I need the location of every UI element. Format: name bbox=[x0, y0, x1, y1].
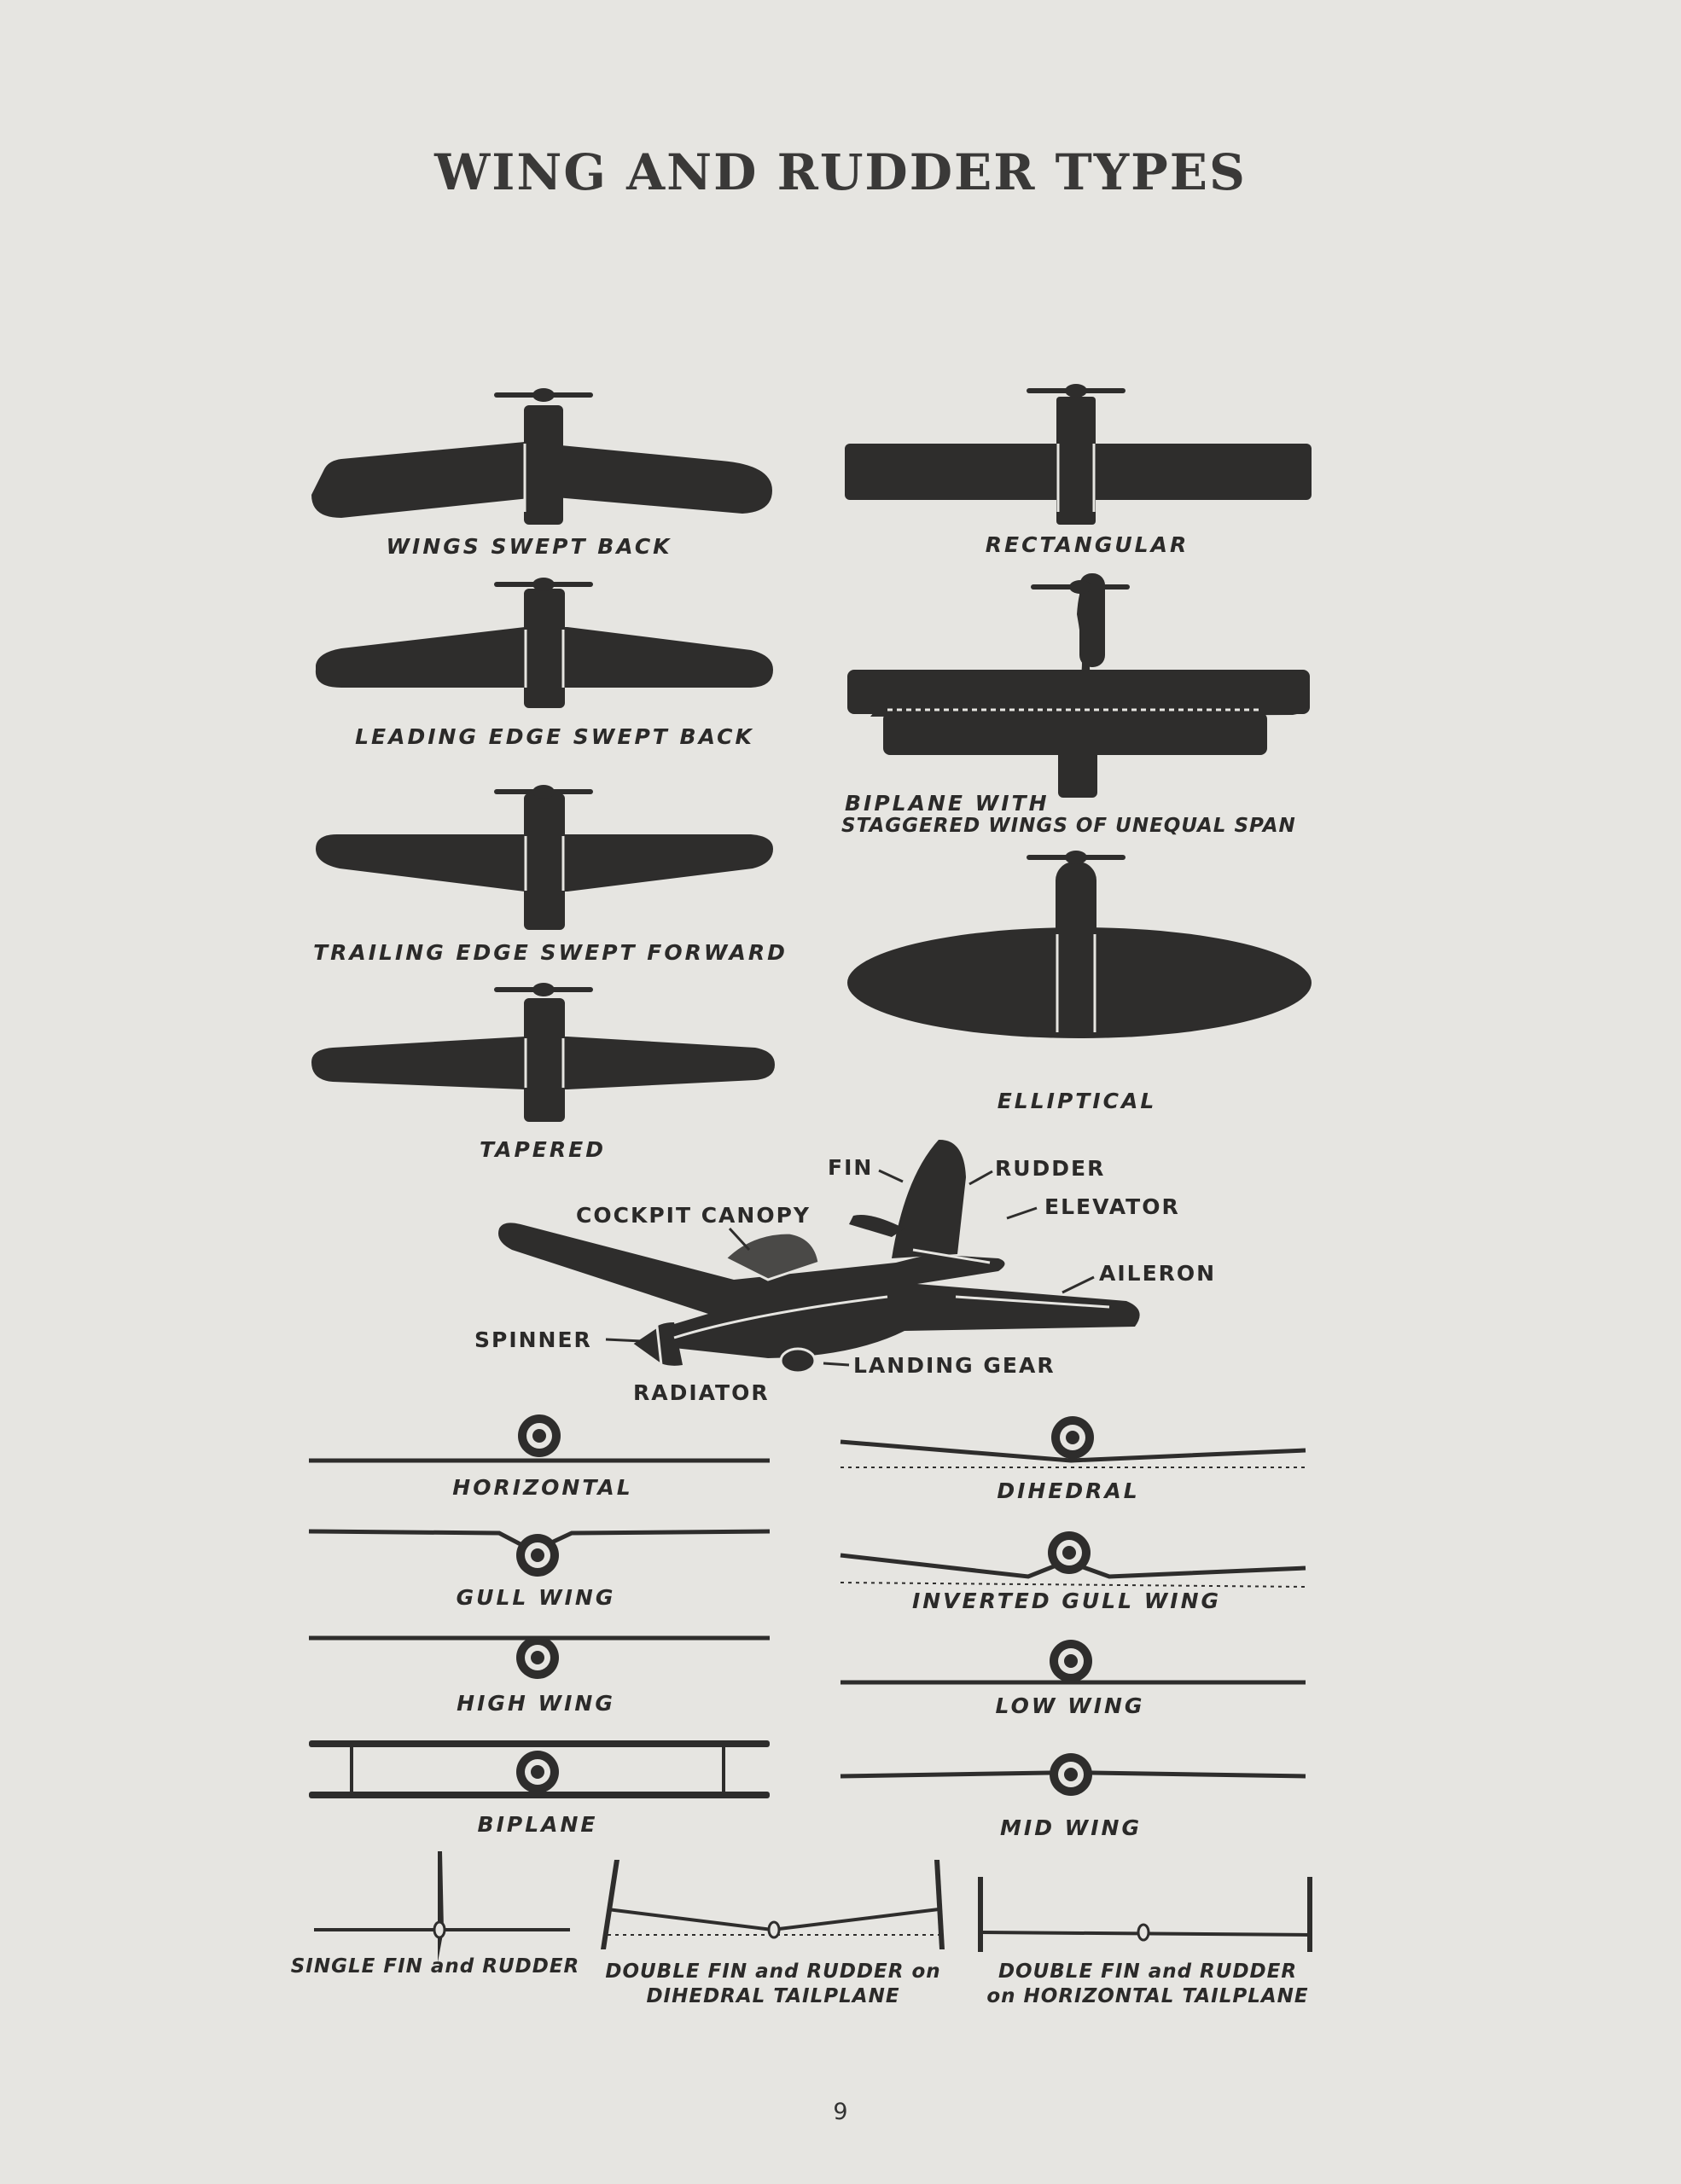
page-number: 9 bbox=[833, 2099, 848, 2125]
label-elliptical: ELLIPTICAL bbox=[997, 1089, 1157, 1113]
label-rectangular: RECTANGULAR bbox=[985, 532, 1189, 557]
label-inverted-gull-wing: INVERTED GULL WING bbox=[911, 1589, 1222, 1613]
label-double-dihedral-line2: DIHEDRAL TAILPLANE bbox=[646, 1985, 900, 2007]
label-rudder: RUDDER bbox=[995, 1156, 1106, 1181]
label-biplane-staggered-line1: BIPLANE WITH bbox=[845, 791, 1050, 816]
biplane-staggered-silhouette bbox=[847, 573, 1310, 798]
elliptical-silhouette bbox=[847, 851, 1312, 1038]
label-horizontal: HORIZONTAL bbox=[452, 1475, 633, 1500]
label-gull-wing: GULL WING bbox=[456, 1585, 616, 1610]
label-elevator: ELEVATOR bbox=[1044, 1194, 1180, 1219]
label-biplane-staggered-line2: STAGGERED WINGS OF UNEQUAL SPAN bbox=[841, 815, 1296, 837]
wings-swept-back-silhouette bbox=[311, 388, 772, 525]
label-high-wing: HIGH WING bbox=[457, 1691, 615, 1716]
label-single-fin: SINGLE FIN and RUDDER bbox=[290, 1955, 580, 1978]
label-dihedral: DIHEDRAL bbox=[997, 1478, 1140, 1503]
label-radiator: RADIATOR bbox=[633, 1380, 770, 1405]
label-mid-wing: MID WING bbox=[1000, 1815, 1142, 1840]
label-double-horizontal-line2: on HORIZONTAL TAILPLANE bbox=[986, 1985, 1309, 2007]
trailing-edge-swept-forward-silhouette bbox=[316, 785, 773, 930]
label-cockpit-canopy: COCKPIT CANOPY bbox=[576, 1203, 811, 1228]
rectangular-silhouette bbox=[845, 384, 1312, 525]
label-biplane: BIPLANE bbox=[477, 1812, 598, 1837]
tapered-silhouette bbox=[311, 983, 775, 1122]
leading-edge-swept-back-silhouette bbox=[315, 578, 774, 708]
label-tapered: TAPERED bbox=[480, 1137, 606, 1162]
label-spinner: SPINNER bbox=[474, 1327, 592, 1352]
label-low-wing: LOW WING bbox=[995, 1693, 1145, 1718]
label-landing-gear: LANDING GEAR bbox=[853, 1353, 1056, 1378]
label-leading-edge-swept-back: LEADING EDGE SWEPT BACK bbox=[355, 724, 754, 749]
label-double-dihedral-line1: DOUBLE FIN and RUDDER on bbox=[605, 1960, 941, 1983]
label-fin: FIN bbox=[828, 1155, 874, 1180]
wing-position-diagrams bbox=[308, 1414, 1306, 1798]
label-wings-swept-back: WINGS SWEPT BACK bbox=[386, 534, 672, 559]
label-double-horizontal-line1: DOUBLE FIN and RUDDER bbox=[998, 1960, 1298, 1983]
tail-type-diagrams bbox=[314, 1851, 1312, 1962]
aircraft-parts-diagram bbox=[498, 1139, 1140, 1374]
label-aileron: AILERON bbox=[1099, 1261, 1217, 1286]
label-trailing-edge-swept-forward: TRAILING EDGE SWEPT FORWARD bbox=[313, 940, 788, 965]
part-arrows bbox=[605, 1169, 1095, 1367]
page-title: WING AND RUDDER TYPES bbox=[434, 143, 1247, 201]
